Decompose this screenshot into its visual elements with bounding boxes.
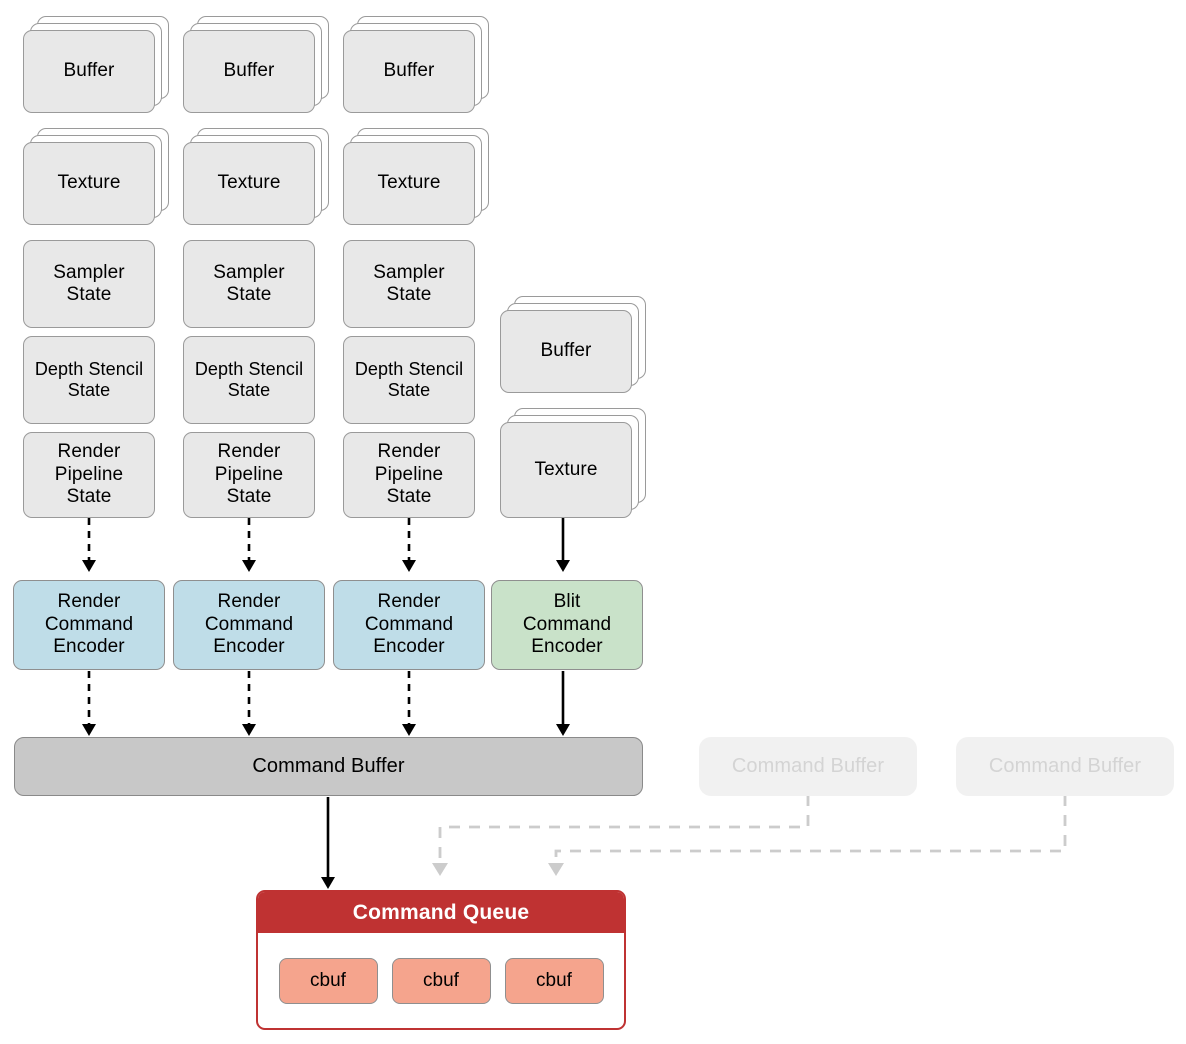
resource-card-buffer[interactable]: Buffer (343, 30, 475, 113)
command-buffer-active[interactable]: Command Buffer (14, 737, 643, 796)
resource-card-depth-stencil-state[interactable]: Depth Stencil State (183, 336, 315, 424)
resource-card-texture[interactable]: Texture (500, 422, 632, 518)
resource-stack-texture-col1[interactable]: Texture (23, 128, 169, 225)
resource-stack-texture-col2[interactable]: Texture (183, 128, 329, 225)
encoder-render-command-encoder-1[interactable]: Render Command Encoder (13, 580, 165, 670)
encoder-render-command-encoder-2[interactable]: Render Command Encoder (173, 580, 325, 670)
resource-stack-texture-col3[interactable]: Texture (343, 128, 489, 225)
resource-card-depth-stencil-state[interactable]: Depth Stencil State (343, 336, 475, 424)
resource-stack-buffer-col4[interactable]: Buffer (500, 296, 660, 393)
resource-card-texture[interactable]: Texture (343, 142, 475, 225)
queue-cbuf-item[interactable]: cbuf (504, 957, 604, 1004)
resource-card-render-pipeline-state[interactable]: Render Pipeline State (183, 432, 315, 518)
resource-card-depth-stencil-state[interactable]: Depth Stencil State (23, 336, 155, 424)
resource-card-texture[interactable]: Texture (183, 142, 315, 225)
command-buffer-ghost-2[interactable]: Command Buffer (956, 737, 1174, 796)
resource-stack-buffer-col2[interactable]: Buffer (183, 16, 329, 113)
queue-cbuf-item[interactable]: cbuf (278, 957, 378, 1004)
command-queue-title: Command Queue (258, 892, 624, 933)
encoder-render-command-encoder-3[interactable]: Render Command Encoder (333, 580, 485, 670)
resource-card-render-pipeline-state[interactable]: Render Pipeline State (343, 432, 475, 518)
resource-card-buffer[interactable]: Buffer (183, 30, 315, 113)
queue-cbuf-item[interactable]: cbuf (391, 957, 491, 1004)
wire-buffer-to-queue-3 (548, 795, 1067, 876)
command-buffer-ghost-1[interactable]: Command Buffer (699, 737, 917, 796)
resource-card-sampler-state[interactable]: Sampler State (183, 240, 315, 328)
resource-stack-buffer-col3[interactable]: Buffer (343, 16, 489, 113)
command-queue[interactable]: Command Queue cbuf cbuf cbuf (256, 890, 626, 1030)
resource-stack-texture-col4[interactable]: Texture (500, 408, 660, 518)
resource-card-sampler-state[interactable]: Sampler State (23, 240, 155, 328)
wire-buffer-to-queue-2 (432, 795, 810, 876)
resource-card-texture[interactable]: Texture (23, 142, 155, 225)
encoder-blit-command-encoder[interactable]: Blit Command Encoder (491, 580, 643, 670)
resource-stack-buffer-col1[interactable]: Buffer (23, 16, 169, 113)
command-queue-body: cbuf cbuf cbuf (258, 933, 624, 1028)
resource-card-buffer[interactable]: Buffer (500, 310, 632, 393)
resource-card-sampler-state[interactable]: Sampler State (343, 240, 475, 328)
resource-card-buffer[interactable]: Buffer (23, 30, 155, 113)
resource-card-render-pipeline-state[interactable]: Render Pipeline State (23, 432, 155, 518)
